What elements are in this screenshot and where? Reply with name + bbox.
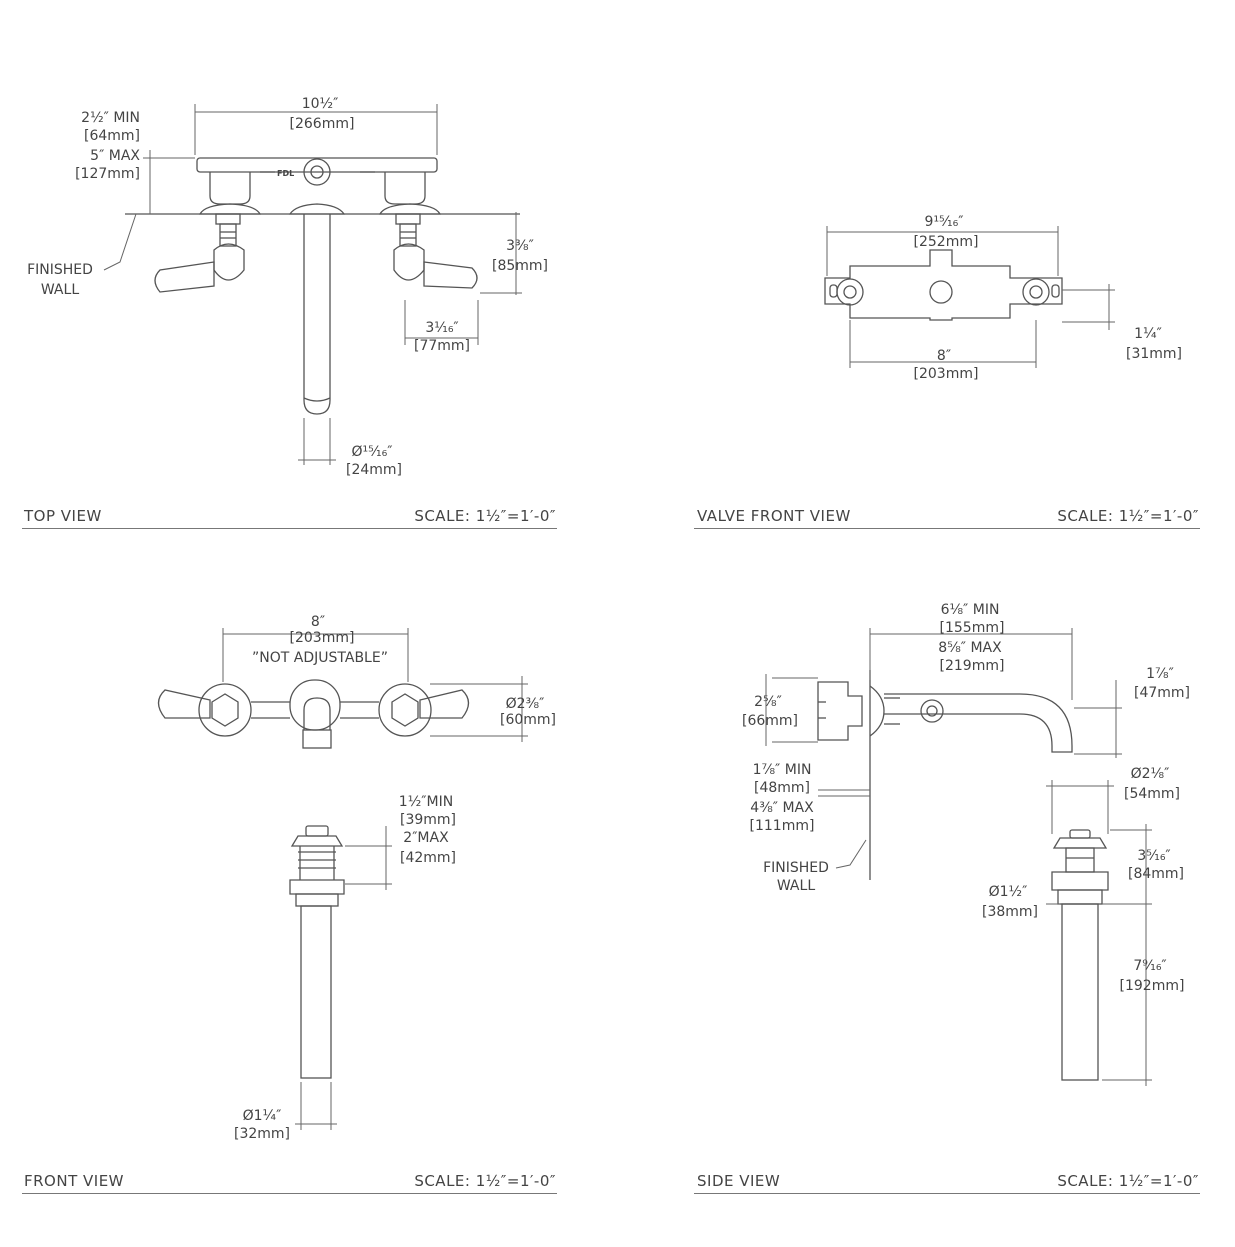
side-rough-max: 4⅜″ MAX bbox=[750, 800, 814, 816]
top-handle-len-mm: [77mm] bbox=[414, 338, 470, 354]
front-drain-max: 2″MAX bbox=[403, 830, 449, 846]
front-not-adjustable: ”NOT ADJUSTABLE” bbox=[252, 650, 388, 666]
valve-overall-in: 9¹⁵⁄₁₆″ bbox=[925, 214, 964, 230]
side-body-h-mm: [66mm] bbox=[742, 713, 798, 729]
side-wall-label: WALL bbox=[777, 878, 815, 894]
top-handle-depth-mm: [85mm] bbox=[492, 258, 548, 274]
side-body-h: 2⅝″ bbox=[754, 694, 782, 710]
top-proj-min-mm: [64mm] bbox=[84, 128, 140, 144]
top-view-title: TOP VIEW bbox=[24, 507, 102, 525]
side-rough-max-mm: [111mm] bbox=[750, 818, 815, 834]
front-view-title: FRONT VIEW bbox=[24, 1172, 125, 1190]
top-proj-max-mm: [127mm] bbox=[75, 166, 140, 182]
front-drain-max-mm: [42mm] bbox=[400, 850, 456, 866]
valve-front-view-drawing: 9¹⁵⁄₁₆″ [252mm] 8″ [203mm] 1¼″ [31mm] bbox=[824, 214, 1182, 382]
top-spout-dia: Ø¹⁵⁄₁₆″ bbox=[351, 444, 392, 460]
valve-centers-in: 8″ bbox=[937, 348, 951, 364]
side-rough-min: 1⅞″ MIN bbox=[753, 762, 812, 778]
top-proj-max: 5″ MAX bbox=[90, 148, 140, 164]
side-tail-dia-mm: [38mm] bbox=[982, 904, 1038, 920]
front-drain-min: 1½″MIN bbox=[399, 794, 453, 810]
side-reach-max-mm: [219mm] bbox=[940, 658, 1005, 674]
valve-view-title: VALVE FRONT VIEW bbox=[697, 507, 851, 525]
front-tail-dia: Ø1¼″ bbox=[243, 1108, 282, 1124]
front-drain-min-mm: [39mm] bbox=[400, 812, 456, 828]
side-spout-drop: 1⅞″ bbox=[1146, 666, 1174, 682]
side-view-rule bbox=[694, 1193, 1200, 1194]
top-proj-min: 2½″ MIN bbox=[81, 110, 140, 126]
top-finished-label: FINISHED bbox=[27, 262, 93, 278]
front-escutcheon-mm: [60mm] bbox=[500, 712, 556, 728]
front-tail-dia-mm: [32mm] bbox=[234, 1126, 290, 1142]
front-centers-mm: [203mm] bbox=[290, 630, 355, 646]
side-view-scale: SCALE: 1½″=1′-0″ bbox=[1057, 1172, 1199, 1190]
valve-height-in: 1¼″ bbox=[1134, 326, 1162, 342]
top-width-mm: [266mm] bbox=[290, 116, 355, 132]
front-view-rule bbox=[22, 1193, 557, 1194]
side-drain-dia-mm: [54mm] bbox=[1124, 786, 1180, 802]
side-view-title: SIDE VIEW bbox=[697, 1172, 781, 1190]
valve-view-rule bbox=[694, 528, 1200, 529]
side-tail-len: 7⁹⁄₁₆″ bbox=[1133, 958, 1166, 974]
side-drain-h: 3⁵⁄₁₆″ bbox=[1137, 848, 1170, 864]
top-view-drawing: FDL 10½″ [266mm] 2½″ MIN [64mm] 5″ MAX [… bbox=[27, 96, 548, 478]
valve-view-scale: SCALE: 1½″=1′-0″ bbox=[1057, 507, 1199, 525]
top-width-in: 10½″ bbox=[302, 96, 339, 112]
side-tail-dia: Ø1½″ bbox=[989, 884, 1028, 900]
side-reach-max: 8⅝″ MAX bbox=[938, 640, 1002, 656]
side-rough-min-mm: [48mm] bbox=[754, 780, 810, 796]
valve-centers-mm: [203mm] bbox=[914, 366, 979, 382]
side-tail-len-mm: [192mm] bbox=[1120, 978, 1185, 994]
side-reach-min-mm: [155mm] bbox=[940, 620, 1005, 636]
valve-height-mm: [31mm] bbox=[1126, 346, 1182, 362]
side-finished-label: FINISHED bbox=[763, 860, 829, 876]
side-view-drawing: 6⅛″ MIN [155mm] 8⅝″ MAX [219mm] 2⅝″ [66m… bbox=[742, 602, 1190, 1086]
top-handle-depth: 3⅜″ bbox=[506, 238, 534, 254]
side-drain-h-mm: [84mm] bbox=[1128, 866, 1184, 882]
top-view-scale: SCALE: 1½″=1′-0″ bbox=[414, 507, 556, 525]
top-wall-label: WALL bbox=[41, 282, 79, 298]
front-view-drawing: 8″ [203mm] ”NOT ADJUSTABLE” Ø2⅜″ [60mm] … bbox=[157, 614, 556, 1142]
side-spout-drop-mm: [47mm] bbox=[1134, 685, 1190, 701]
side-reach-min: 6⅛″ MIN bbox=[941, 602, 1000, 618]
top-view-rule bbox=[22, 528, 557, 529]
front-escutcheon-in: Ø2⅜″ bbox=[506, 696, 545, 712]
front-view-scale: SCALE: 1½″=1′-0″ bbox=[414, 1172, 556, 1190]
valve-overall-mm: [252mm] bbox=[914, 234, 979, 250]
front-centers-in: 8″ bbox=[311, 614, 325, 630]
brand-mark: FDL bbox=[277, 169, 294, 178]
top-handle-len: 3¹⁄₁₆″ bbox=[425, 320, 458, 336]
side-drain-dia: Ø2⅛″ bbox=[1131, 766, 1170, 782]
top-spout-dia-mm: [24mm] bbox=[346, 462, 402, 478]
